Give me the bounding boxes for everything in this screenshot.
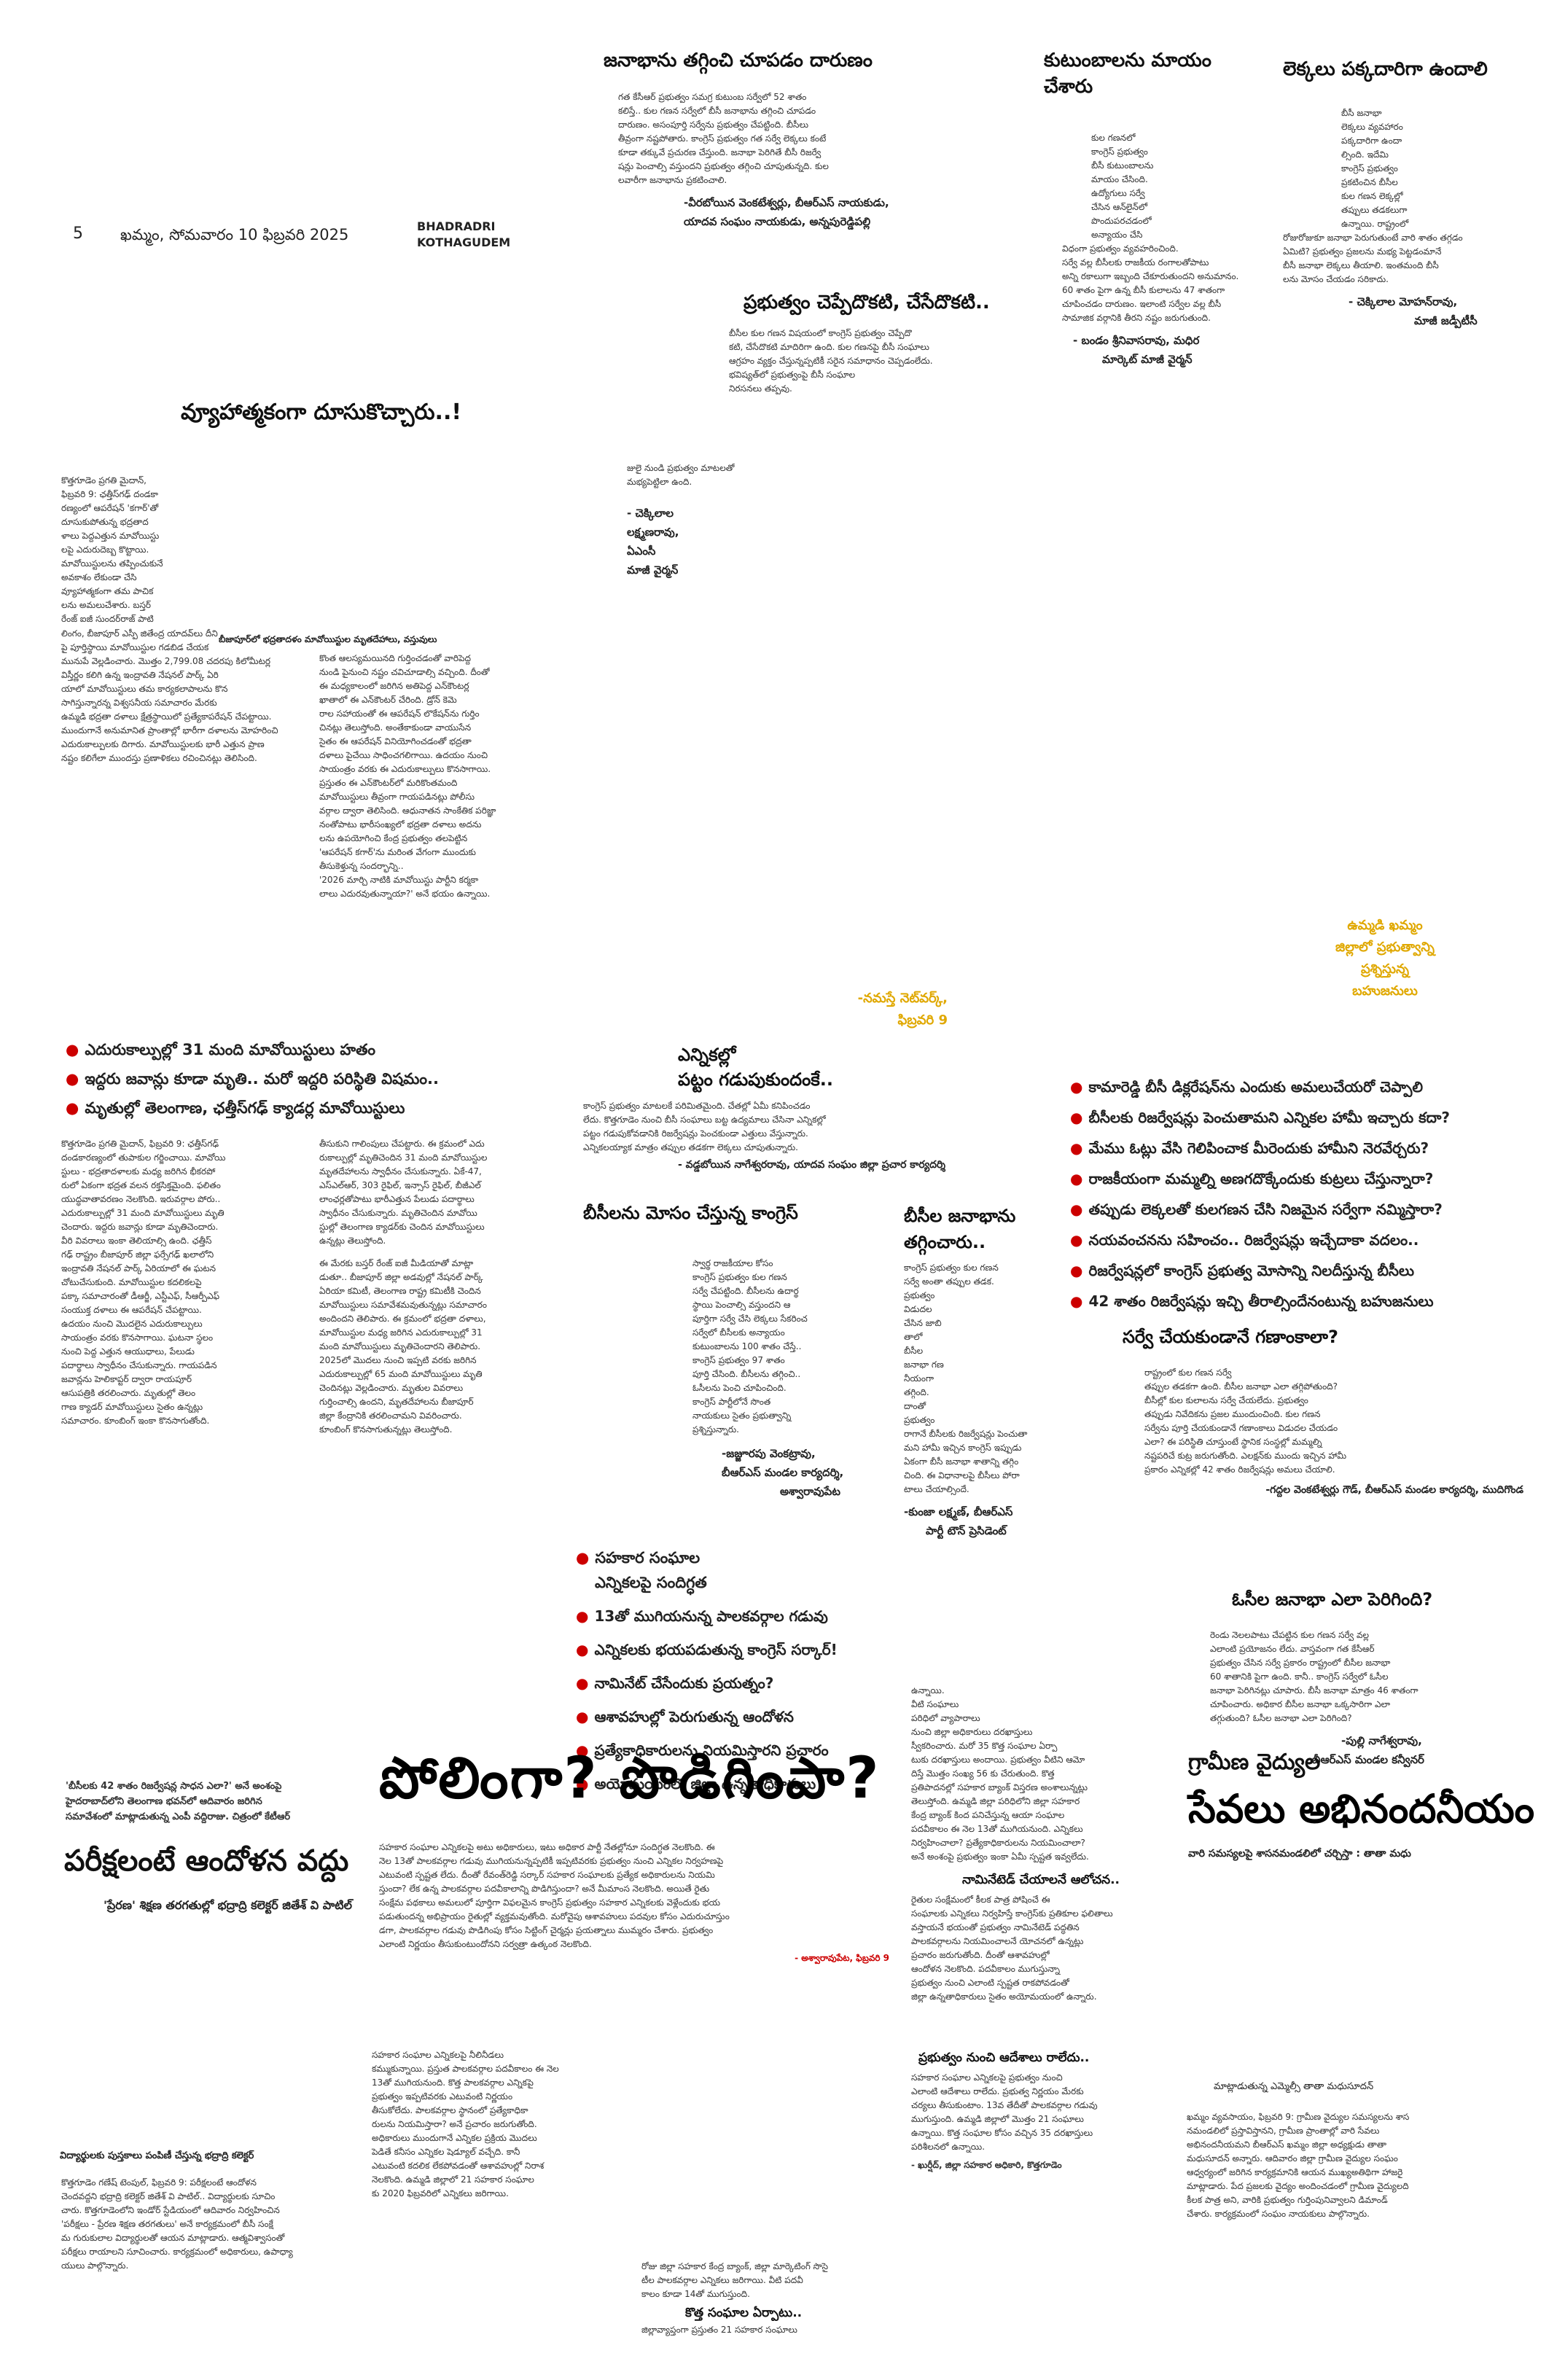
question-item: ●నయవంచనను సహించం.. రిజర్వేషన్లు ఇచ్చేదాక… bbox=[1070, 1231, 1419, 1249]
exams-body: కొత్తగూడెం గణేష్ టెంపుల్, ఫిబ్రవరి 9: పర… bbox=[61, 2177, 293, 2271]
opinion-body: స్వార్థ రాజకీయాల కోసంకాంగ్రెస్ ప్రభుత్వం… bbox=[692, 1258, 808, 1435]
story-column: లింగం, బీజాపూర్ ఎస్పీ జితేంద్ర యాదవ్‌లు … bbox=[61, 628, 278, 763]
highlight-item: ●మృతుల్లో తెలంగాణ, ఛత్తీస్‌గఢ్ క్యాడర్ల … bbox=[66, 1099, 405, 1117]
opinion-betrayal: బీసీలను మోసం చేస్తున్న కాంగ్రెస్ స్వార్థ… bbox=[583, 1203, 875, 1501]
opinion-families: కుటుంబాలను మాయం చేశారు కుల గణనలోకాంగ్రెస… bbox=[1044, 50, 1263, 369]
dateline: - అశ్వారావుపేట, ఫిబ్రవరి 9 bbox=[795, 1953, 889, 1963]
banner-headline: పోలింగా? పొడిగింపా? bbox=[379, 1746, 881, 1811]
coop-lead: సహకార సంఘాల ఎన్నికలపై అటు అధికారులు, ఇటు… bbox=[379, 1841, 889, 1965]
question-item: ●రాజకీయంగా మమ్మల్ని అణగదొక్కేందుకు కుట్ర… bbox=[1070, 1170, 1434, 1187]
photo-caption: బీజాపూర్‌లో భద్రతాదళం మావోయిస్టుల మృతదేహ… bbox=[219, 634, 437, 644]
opinion-body: కుల గణనలోకాంగ్రెస్ ప్రభుత్వం బీసీ కుటుంబ… bbox=[1062, 133, 1239, 323]
photo-caption: 'బీసీలకు 42 శాతం రిజర్వేషన్ల సాధన ఎలా?' … bbox=[66, 1781, 291, 1822]
story-column: కొత్తగూడెం ప్రగతి మైదాన్,ఫిబ్రవరి 9: ఛత్… bbox=[61, 475, 163, 624]
photo-caption: విద్యార్థులకు పుస్తకాలు పంపిణీ చేస్తున్న… bbox=[60, 2150, 254, 2161]
opinion-signature: -కుంజా లక్ష్మణ్, బీఆర్ఎస్పార్టీ టౌన్ ప్ర… bbox=[904, 1505, 1013, 1537]
opinion-body: రాష్ట్రంలో కుల గణన సర్వేతప్పుల తడకగా ఉంద… bbox=[1144, 1367, 1347, 1475]
highlight-item: ●ఇద్దరు జవాన్లు కూడా మృతి.. మరో ఇద్దరి ప… bbox=[66, 1070, 439, 1088]
subheading: నామినేటెడ్ చేయాలనే ఆలోచన.. bbox=[962, 1873, 1120, 1887]
opinion-survey: సర్వే చేయకుండానే గణాంకాలా? రాష్ట్రంలో కు… bbox=[1086, 1327, 1523, 1498]
highlight-item: ●ఆశావహుల్లో పెరుగుతున్న ఆందోళన bbox=[576, 1708, 794, 1725]
coop-highlights: ●సహకార సంఘాల ఎన్నికలపై సందిగ్ధత ●13తో ము… bbox=[576, 1545, 918, 1800]
rural-kicker: గ్రామీణ వైద్యుల bbox=[1188, 1749, 1321, 1775]
page-number: 5 bbox=[73, 225, 83, 243]
opinion-heading: ఓసీల జనాభా ఎలా పెరిగింది? bbox=[1232, 1589, 1433, 1610]
exams-subheading: 'ప్రేరణ' శిక్షణ తరగతుల్లో భద్రాద్రి కలెక… bbox=[104, 1898, 352, 1912]
opinion-heading: బీసీలను మోసం చేస్తున్న కాంగ్రెస్ bbox=[583, 1203, 798, 1223]
highlight-item: ●13తో ముగియనున్న పాలకవర్గాల గడువు bbox=[576, 1607, 828, 1625]
opinion-signature: - చెక్కిలాల మోహన్‌రావు,మాజీ జడ్పీటీసీ bbox=[1349, 295, 1478, 327]
opinion-body: గత కేసీఆర్ ప్రభుత్వం సమగ్ర కుటుంబ సర్వేల… bbox=[618, 92, 829, 185]
story-column: కొత్తగూడెం ప్రగతి మైదాన్, ఫిబ్రవరి 9: ఛత… bbox=[61, 1139, 226, 1426]
question-item: ●రిజర్వేషన్లలో కాంగ్రెస్ ప్రభుత్వ మోసాన్… bbox=[1070, 1262, 1415, 1279]
subheading: కొత్త సంఘాల ఏర్పాటు.. bbox=[685, 2306, 803, 2320]
opinion-reduced: బీసీల జనాభాను తగ్గించారు.. కాంగ్రెస్ ప్ర… bbox=[904, 1203, 1079, 1540]
question-item: ●మేము ఓట్లు వేసి గెలిపించాక మీరెందుకు హా… bbox=[1070, 1139, 1429, 1157]
opinion-govt: ప్రభుత్వం చెప్పేదొకటి, చేసేదొకటి.. బీసీల… bbox=[583, 292, 1035, 580]
opinion-body: కాంగ్రెస్ ప్రభుత్వం మాటలకే పరిమితమైంది. … bbox=[583, 1101, 826, 1152]
rural-subheading: వారి సమస్యలపై శాసనమండలిలో చర్చిస్తా : తా… bbox=[1188, 1848, 1411, 1860]
subheading: ప్రభుత్వం నుంచి ఆదేశాలు రాలేదు.. bbox=[918, 2051, 1090, 2065]
opinion-oc: ఓసీల జనాభా ఎలా పెరిగింది? రెండు నెలలపాటు… bbox=[1210, 1589, 1538, 1769]
opinion-signature: -జజ్జూరపు వెంకట్రావు,బీఆర్ఎస్ మండల కార్య… bbox=[722, 1447, 844, 1498]
highlight-item: ●ప్రత్యేకాధికారులను నియమిస్తారని ప్రచారం bbox=[576, 1741, 829, 1759]
highlight-item: ●ఎన్నికలకు భయపడుతున్న కాంగ్రెస్ సర్కార్! bbox=[576, 1641, 838, 1658]
rural-headline: సేవలు అభినందనీయం bbox=[1188, 1786, 1535, 1832]
exams-headline: పరీక్షలంటే ఆందోళన వద్దు bbox=[64, 1844, 349, 1878]
opinion-figures: లెక్కలు పక్కదారిగా ఉందాలి బీసీ జనాభాలెక్… bbox=[1283, 58, 1523, 330]
opinion-signature: -వీరబోయిన వెంకటేశ్వర్లు, బీఆర్ఎస్ నాయకుడ… bbox=[684, 196, 889, 228]
opinion-heading: తగ్గించారు.. bbox=[904, 1232, 986, 1252]
opinion-heading: ఎన్నికల్లో bbox=[678, 1045, 736, 1065]
highlight-item: ●ఎదురుకాల్పుల్లో 31 మంది మావోయిస్టులు హత… bbox=[66, 1041, 376, 1058]
story-headline: వ్యూహాత్మకంగా దూసుకొచ్చారు..! bbox=[181, 399, 462, 425]
opinion-heading: ప్రభుత్వం చెప్పేదొకటి, చేసేదొకటి.. bbox=[744, 292, 990, 313]
coop-bottom-col: సహకార సంఘాల ఎన్నికలపై నీలినీడలుకమ్ముకున్… bbox=[372, 2050, 559, 2198]
opinion-heading: కుటుంబాలను మాయం చేశారు bbox=[1044, 50, 1211, 98]
highlights-list: ●ఎదురుకాల్పుల్లో 31 మంది మావోయిస్టులు హత… bbox=[66, 1035, 439, 1123]
dateline: ఖమ్మం, సోమవారం 10 ఫిబ్రవరి 2025 bbox=[120, 226, 349, 243]
opinion-elections: ఎన్నికల్లో పట్టం గడుపుకుందంకే.. కాంగ్రెస… bbox=[583, 1042, 1057, 1173]
opinion-signature: - వడ్డబోయిన నాగేశ్వరరావు, యాదవ సంఘం జిల్… bbox=[678, 1159, 946, 1171]
opinion-heading: జనాభాను తగ్గించి చూపడం దారుణం bbox=[604, 50, 873, 71]
opinion-signature: - ఖుర్షీద్, జిల్లా సహకార అధికారి, కొత్తగ… bbox=[911, 2160, 1062, 2170]
opinion-heading: పట్టం గడుపుకుందంకే.. bbox=[678, 1069, 833, 1090]
questions-list: ●కామారెడ్డి బీసీ డిక్లరేషన్‌ను ఎందుకు అమ… bbox=[1070, 1072, 1537, 1316]
edition-label: BHADRADRI KOTHAGUDEM bbox=[417, 219, 511, 249]
highlight-item: ●నామినేట్ చేసేందుకు ప్రయత్నం? bbox=[576, 1674, 774, 1692]
opinion-signature: -పుల్లి నాగేశ్వరావు,బీఆర్ఎస్ మండల కన్వీన… bbox=[1312, 1734, 1424, 1766]
opinion-heading: లెక్కలు పక్కదారిగా ఉందాలి bbox=[1283, 58, 1488, 80]
story-column: తీసుకుని గాలింపులు చేపట్టారు. ఈ క్రమంలో … bbox=[319, 1139, 488, 1435]
question-item: ●కామారెడ్డి బీసీ డిక్లరేషన్‌ను ఎందుకు అమ… bbox=[1070, 1078, 1424, 1096]
opinion-heading: సర్వే చేయకుండానే గణాంకాలా? bbox=[1123, 1327, 1338, 1347]
photo-caption: మాట్లాడుతున్న ఎమ్మెల్సీ తాతా మధుసూదన్ bbox=[1214, 2081, 1374, 2092]
rural-body: ఖమ్మం వ్యవసాయం, ఫిబ్రవరి 9: గ్రామీణ వైద్… bbox=[1187, 2112, 1410, 2219]
opinion-body: బీసీల కుల గణన విషయంలో కాంగ్రెస్ ప్రభుత్వ… bbox=[627, 328, 933, 487]
opinion-heading: బీసీల జనాభాను bbox=[904, 1206, 1016, 1226]
news-credit: -నమస్తే నెట్‌వర్క్,ఫిబ్రవరి 9 bbox=[857, 991, 948, 1028]
opinion-body: రెండు నెలలపాటు చేపట్టిన కుల గణన సర్వే వల… bbox=[1210, 1630, 1419, 1723]
question-item: ●42 శాతం రిజర్వేషన్లు ఇచ్చి తీరాల్సిందేన… bbox=[1070, 1292, 1434, 1310]
highlight-item: ●అయోమయంలో జిల్లా ఉన్నతాధికారులు bbox=[576, 1775, 816, 1792]
opinion-signature: -గద్దల వెంకటేశ్వర్లు గౌడ్, బీఆర్ఎస్ మండల… bbox=[1265, 1484, 1523, 1496]
section-kicker: ఉమ్మడి ఖమ్మంజిల్లాలో ప్రభుత్వాన్నిప్రశ్న… bbox=[1335, 918, 1435, 999]
coop-story: ఉన్నాయి.వీటి సంఘాలుపరిధిలో వ్యాపారాలు ను… bbox=[911, 1684, 1174, 2172]
coop-bottom-col: రోజు జిల్లా సహకార కేంద్ర బ్యాంక్, జిల్లా… bbox=[641, 2260, 904, 2337]
question-item: ●బీసీలకు రిజర్వేషన్లు పెంచుతామని ఎన్నికల… bbox=[1070, 1109, 1450, 1126]
opinion-body: బీసీ జనాభాలెక్కలు వ్యవహారం పక్కదారిగా ఉం… bbox=[1283, 108, 1463, 284]
opinion-population: జనాభాను తగ్గించి చూపడం దారుణం గత కేసీఆర్… bbox=[604, 50, 939, 231]
question-item: ●తప్పుడు లెక్కలతో కులగణన చేసి నిజమైన సర్… bbox=[1070, 1201, 1443, 1218]
